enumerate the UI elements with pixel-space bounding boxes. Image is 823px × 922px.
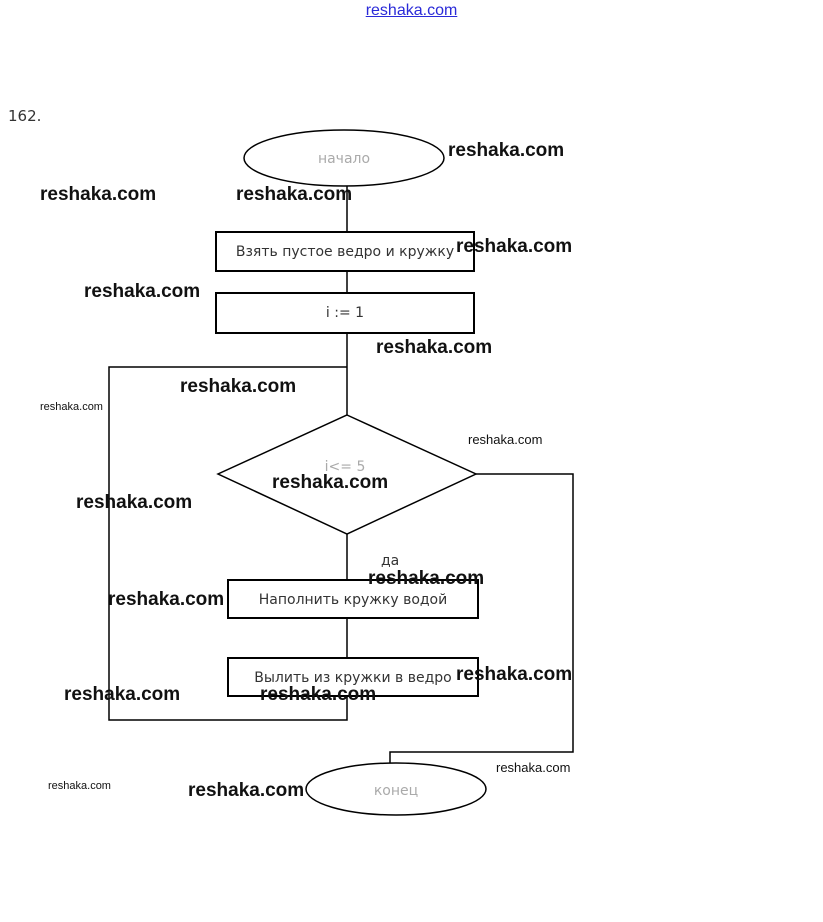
watermark: reshaka.com — [376, 337, 493, 358]
watermark: reshaka.com — [272, 472, 389, 493]
fill-box — [227, 579, 479, 619]
watermark: reshaka.com — [108, 589, 225, 610]
watermark: reshaka.com — [448, 140, 565, 161]
watermark: reshaka.com — [468, 432, 543, 447]
watermark: reshaka.com — [40, 184, 157, 205]
watermark: reshaka.com — [260, 684, 377, 705]
task-number: 162. — [8, 107, 42, 125]
watermark: reshaka.com — [188, 780, 305, 801]
take-text: Взять пустое ведро и кружку — [236, 244, 454, 260]
watermark: reshaka.com — [236, 184, 353, 205]
watermark: reshaka.com — [456, 236, 573, 257]
watermark: reshaka.com — [76, 492, 193, 513]
condition-diamond — [216, 414, 478, 535]
start-text: начало — [318, 151, 370, 167]
site-link[interactable]: reshaka.com — [365, 2, 458, 19]
init-text: i := 1 — [326, 305, 364, 321]
watermark: reshaka.com — [180, 376, 297, 397]
watermark: reshaka.com — [84, 281, 201, 302]
pour-box — [227, 657, 479, 697]
yes-label: да — [381, 553, 399, 569]
fill-text: Наполнить кружку водой — [259, 592, 447, 608]
init-box — [215, 292, 475, 334]
pour-text: Вылить из кружки в ведро — [254, 670, 452, 686]
end-oval — [305, 762, 487, 816]
take-box — [215, 231, 475, 272]
watermark: reshaka.com — [48, 780, 111, 792]
no-branch-line — [389, 473, 574, 766]
start-oval — [243, 129, 445, 187]
condition-text: i<= 5 — [325, 459, 366, 475]
watermark: reshaka.com — [456, 664, 573, 685]
loop-back-line — [108, 366, 348, 721]
watermark: reshaka.com — [368, 568, 485, 589]
watermark: reshaka.com — [496, 760, 571, 775]
end-text: конец — [374, 783, 418, 799]
watermark: reshaka.com — [64, 684, 181, 705]
watermark: reshaka.com — [40, 401, 103, 413]
